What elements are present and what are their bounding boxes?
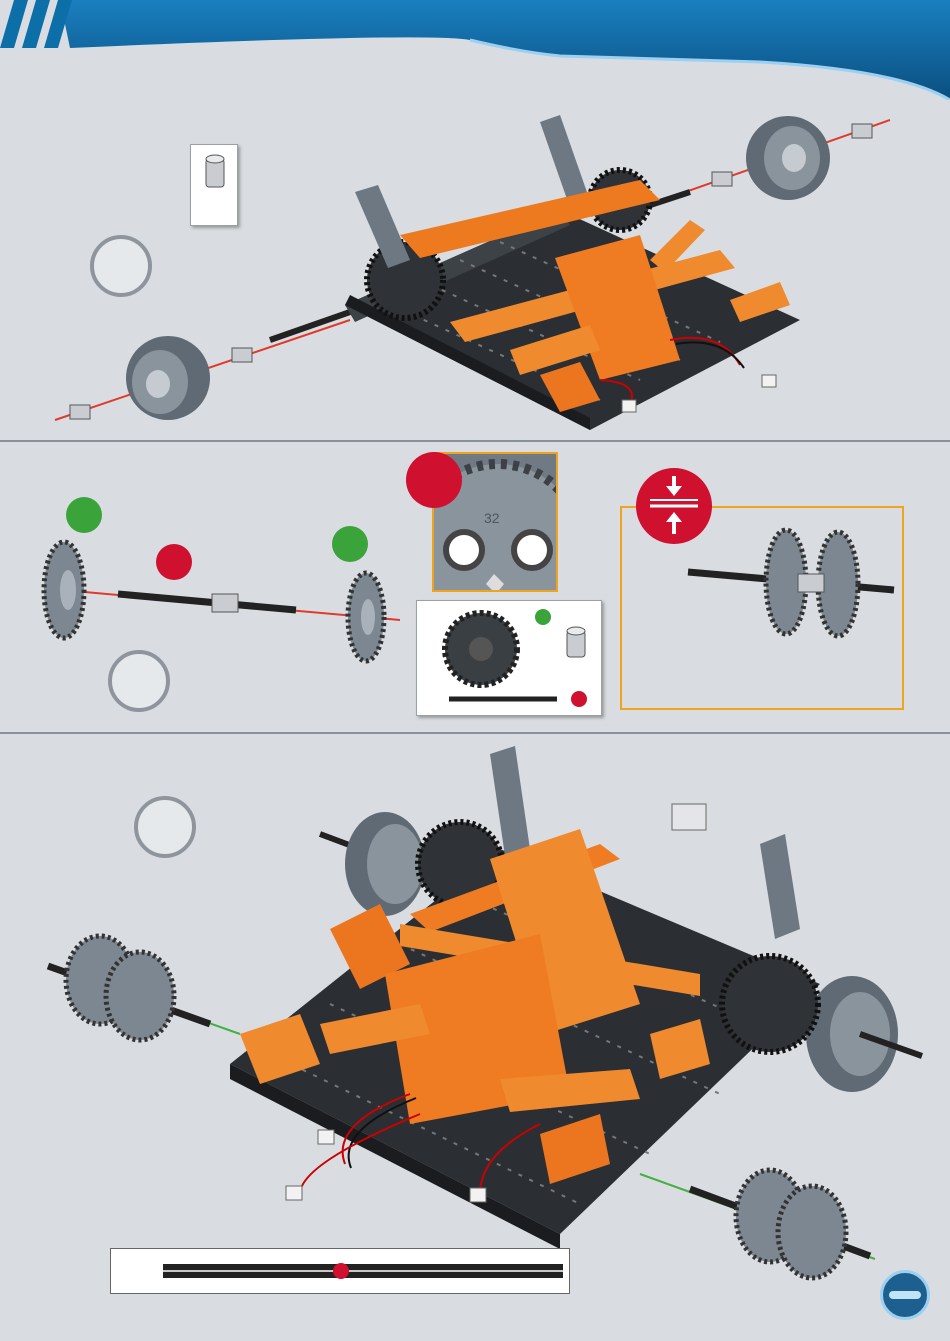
axle-left [270,312,350,340]
step-3-section [0,734,950,1341]
header-stripe-1 [0,0,28,48]
gear-size-label: 32 [484,510,500,526]
right-wheel [746,116,830,200]
indicator-red-parts [571,691,587,707]
indicator-green-right [332,526,368,562]
step-2-number-circle [108,650,170,712]
bushing-left-inner [232,348,252,362]
step-2-section: 32 [0,442,950,732]
page-header [0,0,950,100]
header-banner [0,0,950,100]
page-badge-icon [880,1270,930,1320]
press-together-icon [636,468,712,544]
chassis [345,115,800,430]
gear-axle-right [690,1170,870,1278]
gear-icon [445,613,517,685]
wheel-front-right [806,976,922,1092]
parts-list-panel [416,600,602,716]
gear-right-part [348,573,384,661]
left-wheel [126,336,210,420]
step-1-section [0,100,950,440]
chassis-final [230,746,820,1249]
gear-axle-left [48,936,210,1040]
axle-length-ruler [110,1248,570,1294]
bushing-right-outer [852,124,872,138]
axle-part [118,594,296,610]
header-stripe-2 [22,0,50,48]
indicator-red-axle [156,544,192,580]
indicator-red-gear-closeup [406,452,462,508]
bushing-icon [567,627,585,657]
gear-final-right [722,956,818,1052]
wheel-rear-left [320,812,425,916]
indicator-red-ruler [333,1263,349,1279]
step-1-assembly-illustration [0,100,950,440]
gear-left-part [44,542,84,638]
bushing-part [212,594,238,612]
bushing-right-inner [712,172,732,186]
indicator-green-left [66,497,102,533]
bushing-left-outer [70,405,90,419]
indicator-green-parts [535,609,551,625]
